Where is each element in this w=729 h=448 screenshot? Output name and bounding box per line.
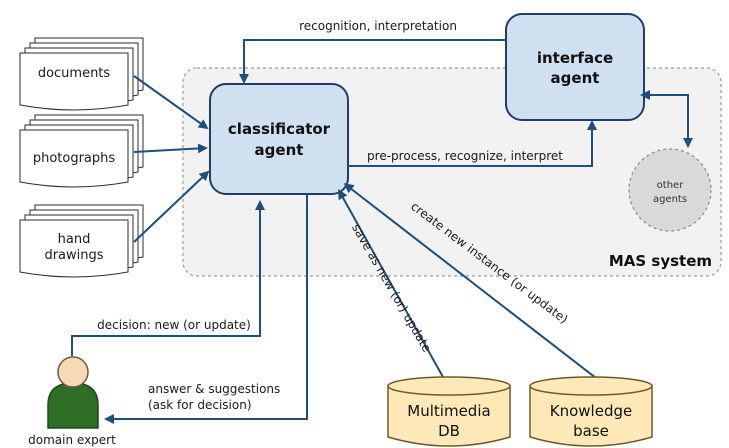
- mas-system-label: MAS system: [609, 252, 712, 270]
- label-answer-line1: answer & suggestions: [148, 382, 280, 396]
- arrow-photographs-to-classificator: [133, 143, 208, 154]
- other-agents-node: [628, 148, 712, 232]
- arrow-drawings-to-classificator: [133, 170, 210, 243]
- arrow-recognition-interpretation: [239, 39, 506, 84]
- label-recognition-interpretation: recognition, interpretation: [299, 19, 457, 33]
- classificator-agent-box: [209, 83, 349, 195]
- classificator-agent-label-line1: classificator: [228, 120, 331, 138]
- interface-agent-box: [505, 13, 645, 121]
- arrow-documents-to-classificator: [133, 75, 209, 130]
- multimedia-db-cylinder: [387, 376, 511, 447]
- photographs-label: photographs: [33, 151, 116, 166]
- arrow-answer: [104, 194, 308, 424]
- interface-agent-label-line1: interface: [537, 49, 613, 67]
- hand-drawings-label-line2: drawings: [44, 248, 103, 263]
- other-agents-label-line2: agents: [653, 194, 687, 205]
- hand-drawings-stack: hand drawings: [19, 204, 144, 278]
- classificator-agent-label-line2: agent: [255, 141, 304, 159]
- arrow-preprocess: [348, 120, 597, 167]
- arrow-decision: [71, 200, 265, 356]
- multimedia-db-label-line2: DB: [438, 422, 460, 440]
- documents-label: documents: [38, 66, 111, 81]
- label-answer-line2: (ask for decision): [148, 398, 252, 412]
- knowledge-base-label-line2: base: [573, 422, 609, 440]
- knowledge-base-cylinder: [529, 376, 653, 447]
- domain-expert-icon: [47, 356, 99, 429]
- label-decision: decision: new (or update): [97, 318, 251, 332]
- knowledge-base-label-line1: Knowledge: [550, 402, 632, 420]
- arrow-create-knowledge: [343, 183, 607, 387]
- multimedia-db-label-line1: Multimedia: [407, 402, 490, 420]
- label-preprocess: pre-process, recognize, interpret: [367, 149, 563, 163]
- other-agents-label-line1: other: [657, 180, 685, 191]
- domain-expert-label: domain expert: [28, 433, 116, 447]
- photographs-stack: photographs: [19, 114, 144, 188]
- documents-stack: documents: [19, 37, 144, 111]
- arrow-interface-other-agents: [640, 90, 693, 148]
- interface-agent-label-line2: agent: [551, 69, 600, 87]
- hand-drawings-label-line1: hand: [58, 232, 91, 247]
